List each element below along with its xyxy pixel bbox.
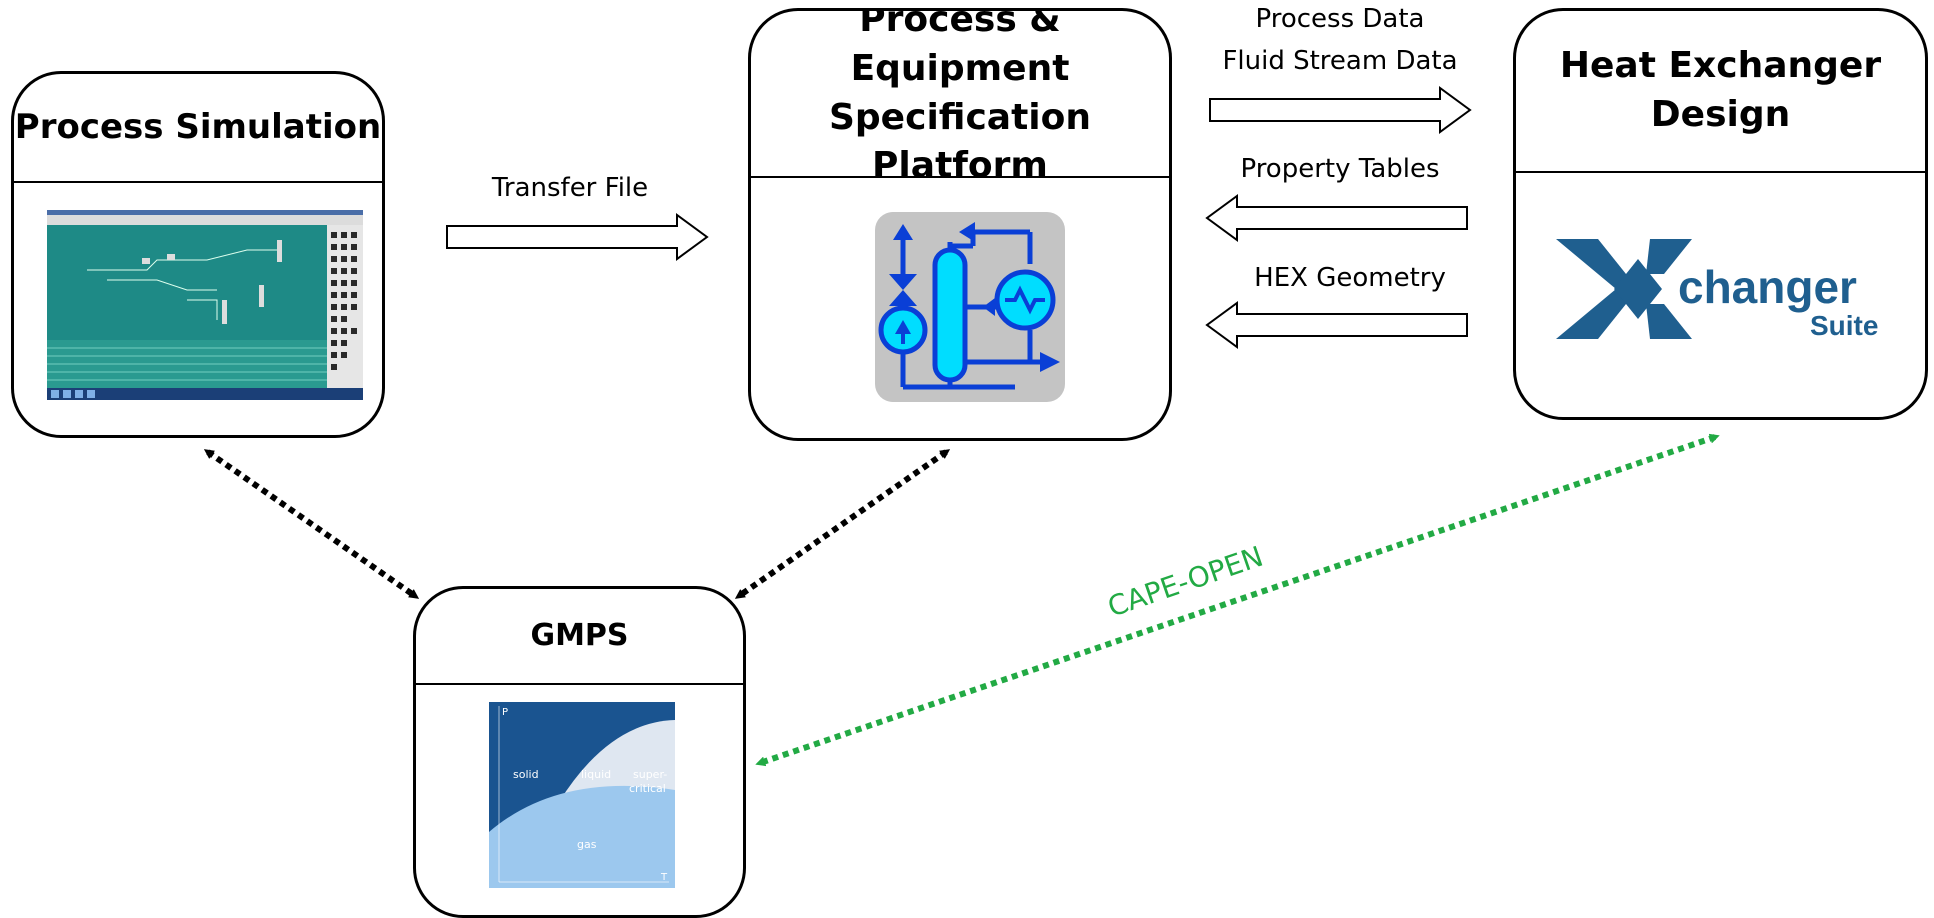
- phase-label-gas: gas: [577, 838, 597, 851]
- cape-open-connector: [755, 433, 1720, 767]
- gmps-box: GMPS P T solid liquid super- critical ga…: [413, 586, 746, 918]
- phase-label-supercritical-1: super-: [633, 768, 667, 781]
- cape-open-label: CAPE-OPEN: [1104, 540, 1268, 624]
- gmps-divider: [416, 683, 743, 685]
- phase-axis-p: P: [502, 707, 508, 718]
- property-tables-label: Property Tables: [1240, 154, 1440, 184]
- xchanger-suite-logo: changer Suite: [1556, 239, 1878, 341]
- fluid-stream-data-label: Fluid Stream Data: [1222, 46, 1458, 76]
- platform-gmps-connector: [734, 449, 951, 599]
- phase-label-liquid: liquid: [581, 768, 611, 781]
- gmps-title: GMPS: [530, 617, 629, 653]
- platform-title-line1: Process & Equipment: [850, 8, 1070, 89]
- simulation-gmps-connector: [203, 449, 420, 599]
- phase-label-solid: solid: [513, 768, 539, 781]
- heat-exchanger-divider: [1516, 171, 1925, 173]
- process-simulation-divider: [14, 181, 382, 183]
- phase-label-supercritical-2: critical: [629, 782, 666, 795]
- hex-geometry-label: HEX Geometry: [1254, 263, 1446, 293]
- platform-title: Process & Equipment Specification Platfo…: [751, 8, 1169, 186]
- simulation-screenshot: [47, 210, 363, 400]
- heat-exchanger-box: Heat Exchanger Design changer Suite: [1513, 8, 1928, 420]
- hex-geometry-arrow: [1205, 301, 1468, 349]
- heat-exchanger-title-line1: Heat Exchanger: [1559, 45, 1882, 87]
- platform-divider: [751, 176, 1169, 178]
- process-data-label: Process Data: [1255, 4, 1425, 34]
- xchanger-logo-suite: Suite: [1810, 310, 1878, 341]
- property-tables-arrow: [1205, 194, 1468, 242]
- process-data-arrow: [1209, 86, 1472, 134]
- process-simulation-box: Process Simulation: [11, 71, 385, 438]
- process-simulation-title: Process Simulation: [14, 106, 382, 147]
- platform-box: Process & Equipment Specification Platfo…: [748, 8, 1172, 441]
- heat-exchanger-title: Heat Exchanger Design: [1516, 11, 1925, 171]
- xchanger-logo-word: changer: [1678, 261, 1857, 313]
- phase-axis-t: T: [660, 872, 668, 883]
- platform-app-icon: [875, 212, 1065, 402]
- transfer-file-arrow: [446, 213, 709, 261]
- transfer-file-label: Transfer File: [491, 173, 649, 203]
- platform-title-line2: Specification Platform: [828, 96, 1092, 187]
- heat-exchanger-title-line2: Design: [1650, 94, 1791, 135]
- phase-diagram: P T solid liquid super- critical gas: [489, 702, 675, 888]
